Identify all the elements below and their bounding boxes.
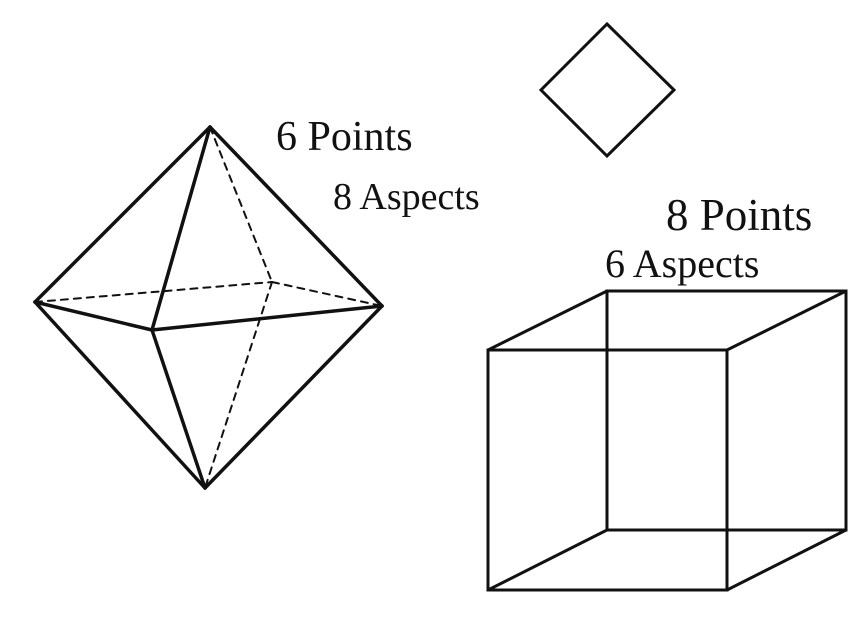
- octahedron-shape: [33, 125, 384, 490]
- square-shape: [538, 21, 677, 159]
- cube-aspects-label: 6 Aspects: [605, 241, 760, 286]
- cube-back-face: [605, 289, 848, 532]
- octahedron-aspects-label: 8 Aspects: [333, 176, 480, 218]
- octahedron-visible-edges: [33, 125, 384, 490]
- octahedron-points-label: 6 Points: [276, 114, 413, 160]
- cube-points-label: 8 Points: [666, 190, 813, 240]
- cube-shape: [486, 289, 848, 592]
- octahedron-hidden-edges: [34, 126, 383, 489]
